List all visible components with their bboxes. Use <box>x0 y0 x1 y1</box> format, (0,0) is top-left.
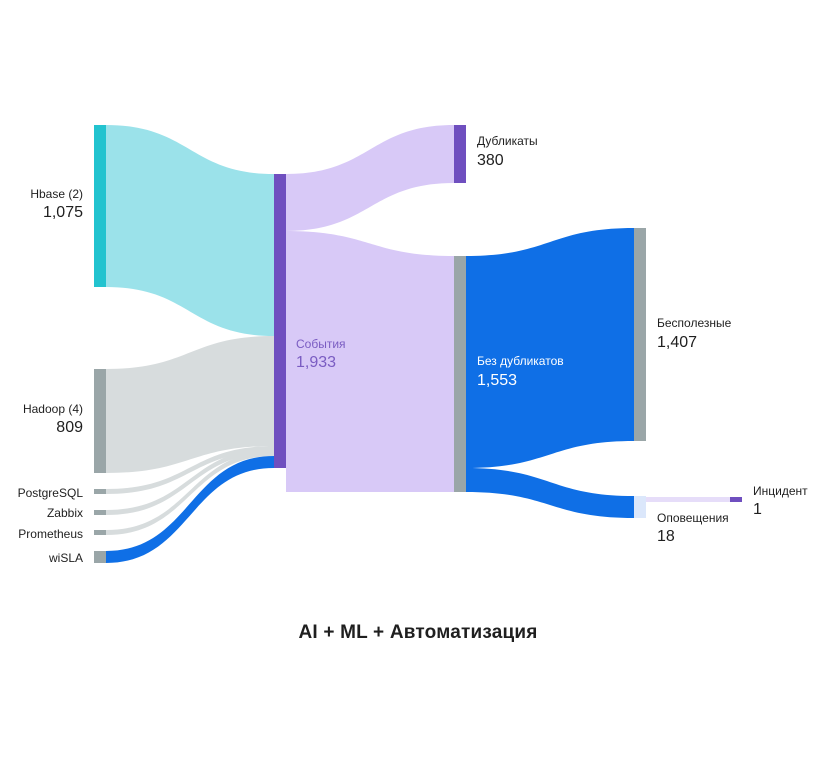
node-label-incident: Инцидент <box>753 484 808 498</box>
node-prometheus <box>94 530 106 535</box>
link-nodup-to-useless <box>466 228 634 468</box>
node-nodup <box>454 256 466 492</box>
link-events-to-nodup <box>286 231 454 492</box>
node-useless <box>634 228 646 441</box>
node-incident <box>730 497 742 502</box>
node-label-zabbix: Zabbix <box>47 506 83 520</box>
link-postgresql-to-events <box>106 446 274 494</box>
link-alerts-to-incident <box>646 497 730 502</box>
node-wisla <box>94 551 106 563</box>
link-wisla-to-events <box>106 456 274 563</box>
node-label-postgresql: PostgreSQL <box>18 486 84 500</box>
chart-caption: AI + ML + Автоматизация <box>298 622 537 643</box>
node-label-nodup: Без дубликатов <box>477 354 564 368</box>
node-events <box>274 174 286 468</box>
node-value-duplicates: 380 <box>477 152 504 169</box>
node-value-nodup: 1,553 <box>477 372 517 389</box>
link-nodup-to-alerts <box>466 468 634 518</box>
node-label-hbase: Hbase (2) <box>30 187 83 201</box>
node-label-duplicates: Дубликаты <box>477 134 538 148</box>
sankey-nodes <box>94 125 742 563</box>
node-label-alerts: Оповещения <box>657 511 729 525</box>
link-hbase-to-events <box>106 125 274 336</box>
node-hadoop <box>94 369 106 473</box>
node-value-alerts: 18 <box>657 528 675 545</box>
node-duplicates <box>454 125 466 183</box>
node-value-incident: 1 <box>753 501 762 518</box>
node-label-useless: Бесполезные <box>657 316 732 330</box>
node-value-useless: 1,407 <box>657 334 697 351</box>
node-value-events: 1,933 <box>296 354 336 371</box>
link-events-to-duplicates <box>286 125 454 231</box>
link-zabbix-to-events <box>106 448 274 515</box>
node-zabbix <box>94 510 106 515</box>
node-postgresql <box>94 489 106 494</box>
node-hbase <box>94 125 106 287</box>
node-value-hbase: 1,075 <box>43 204 83 221</box>
sankey-links <box>106 125 730 563</box>
link-prometheus-to-events <box>106 451 274 535</box>
node-value-hadoop: 809 <box>56 419 83 436</box>
node-label-wisla: wiSLA <box>48 551 83 565</box>
node-label-hadoop: Hadoop (4) <box>23 402 83 416</box>
node-alerts <box>634 496 646 518</box>
link-hadoop-to-events <box>106 336 274 473</box>
node-label-prometheus: Prometheus <box>18 527 83 541</box>
node-label-events: События <box>296 337 346 351</box>
